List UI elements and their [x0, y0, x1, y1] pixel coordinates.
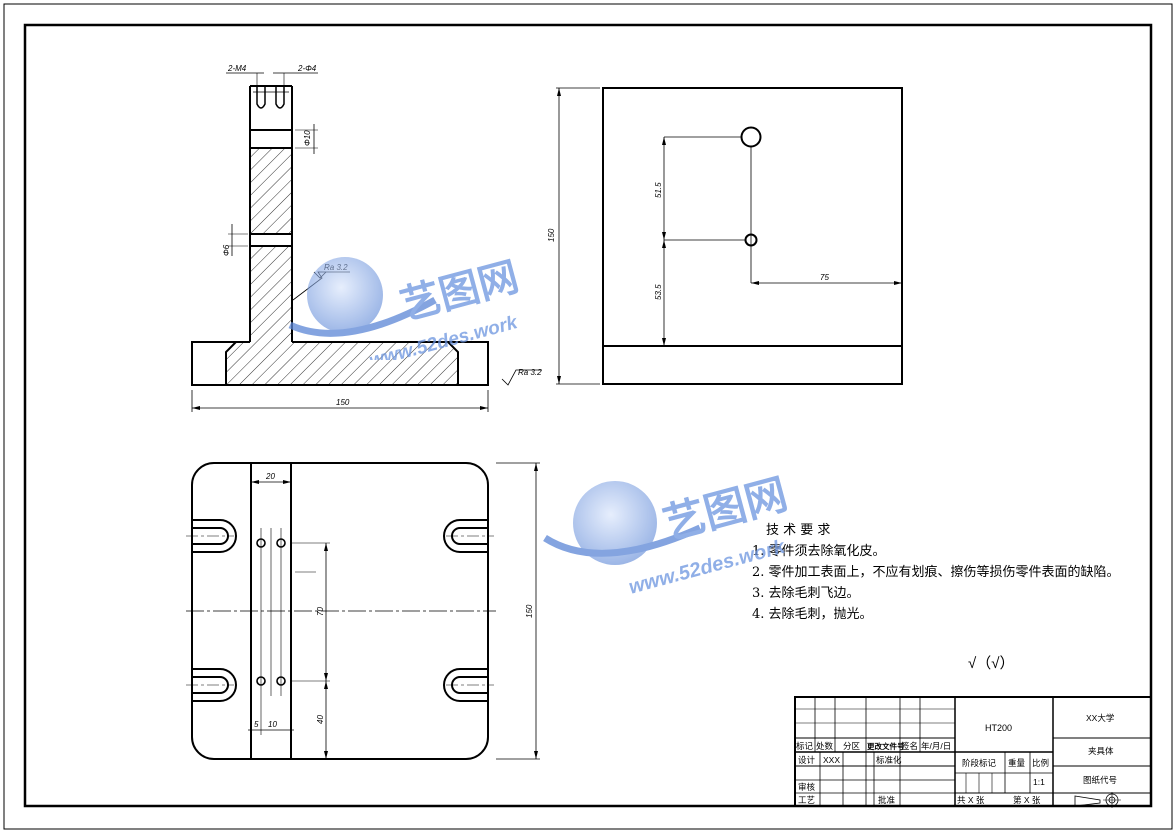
title-block-text: HT200 XX大学 夹具体 图纸代号 标记 处数 分区 更改文件号 签名 年/… — [796, 713, 1117, 805]
label-standardize: 标准化 — [876, 755, 902, 765]
label-fenqu: 分区 — [843, 741, 861, 751]
label-biaoji: 标记 — [796, 741, 814, 751]
label-sign: 签名 — [901, 741, 918, 751]
label-approve: 批准 — [878, 795, 896, 805]
total-sheets: 共 X 张 — [957, 795, 985, 805]
sheet-no: 第 X 张 — [1013, 795, 1041, 805]
title-block — [794, 696, 1152, 808]
section-hatch-body — [226, 246, 458, 385]
designer: XXX — [823, 755, 840, 765]
tech-title: 技 术 要 求 — [766, 523, 831, 538]
dim-slot-left: 2-M4 — [227, 64, 247, 73]
tech-requirements: 技 术 要 求 1. 零件须去除氧化皮。 2. 零件加工表面上，不应有划痕、擦伤… — [752, 520, 1142, 625]
dim-edge-b: 10 — [268, 720, 277, 729]
dim-side-height: 150 — [547, 228, 556, 242]
outer-border — [3, 3, 1173, 830]
label-weight: 重量 — [1008, 758, 1026, 768]
dim-side-upper: 51.5 — [654, 182, 663, 198]
dim-edge-a: 5 — [254, 720, 259, 729]
material: HT200 — [985, 723, 1012, 733]
label-scale: 比例 — [1032, 758, 1049, 768]
tech-item-3: 3. 去除毛刺飞边。 — [752, 586, 860, 601]
tech-item-2: 2. 零件加工表面上，不应有划痕、擦伤等损伤零件表面的缺陷。 — [752, 565, 1120, 580]
dim-base-width: 150 — [336, 398, 350, 407]
scale-value: 1:1 — [1033, 777, 1045, 787]
dim-bottom: 40 — [316, 715, 325, 724]
dim-pitch: 70 — [316, 607, 325, 616]
side-view — [556, 87, 903, 385]
dim-hole-mid: Φ6 — [222, 244, 231, 256]
university: XX大学 — [1086, 713, 1115, 723]
top-view — [186, 462, 540, 760]
roughness-general-mark: √（√） — [968, 655, 1014, 672]
label-design: 设计 — [798, 755, 816, 765]
label-review: 审核 — [798, 782, 816, 792]
dim-slot-right: 2-Φ4 — [297, 64, 317, 73]
part-name: 夹具体 — [1088, 746, 1114, 756]
label-chushu: 处数 — [816, 741, 834, 751]
dim-side-offset: 75 — [820, 273, 829, 282]
label-date: 年/月/日 — [921, 741, 951, 751]
drawing-code: 图纸代号 — [1083, 775, 1117, 785]
front-section-view — [191, 72, 542, 412]
inner-frame — [23, 23, 1153, 808]
label-process: 工艺 — [798, 795, 815, 805]
tech-item-4: 4. 去除毛刺，抛光。 — [752, 607, 873, 622]
dim-side-lower: 53.5 — [654, 284, 663, 300]
label-stage: 阶段标记 — [962, 758, 997, 768]
section-hatch-column — [250, 148, 292, 234]
dim-rail-width: 20 — [265, 472, 275, 481]
label-change: 更改文件号 — [867, 741, 905, 751]
dim-hole-top: Φ10 — [303, 130, 312, 146]
tech-item-1: 1. 零件须去除氧化皮。 — [752, 544, 886, 559]
roughness-base: Ra 3.2 — [518, 368, 542, 377]
roughness-fillet: Ra 3.2 — [324, 263, 348, 272]
dim-top-height: 150 — [525, 604, 534, 618]
